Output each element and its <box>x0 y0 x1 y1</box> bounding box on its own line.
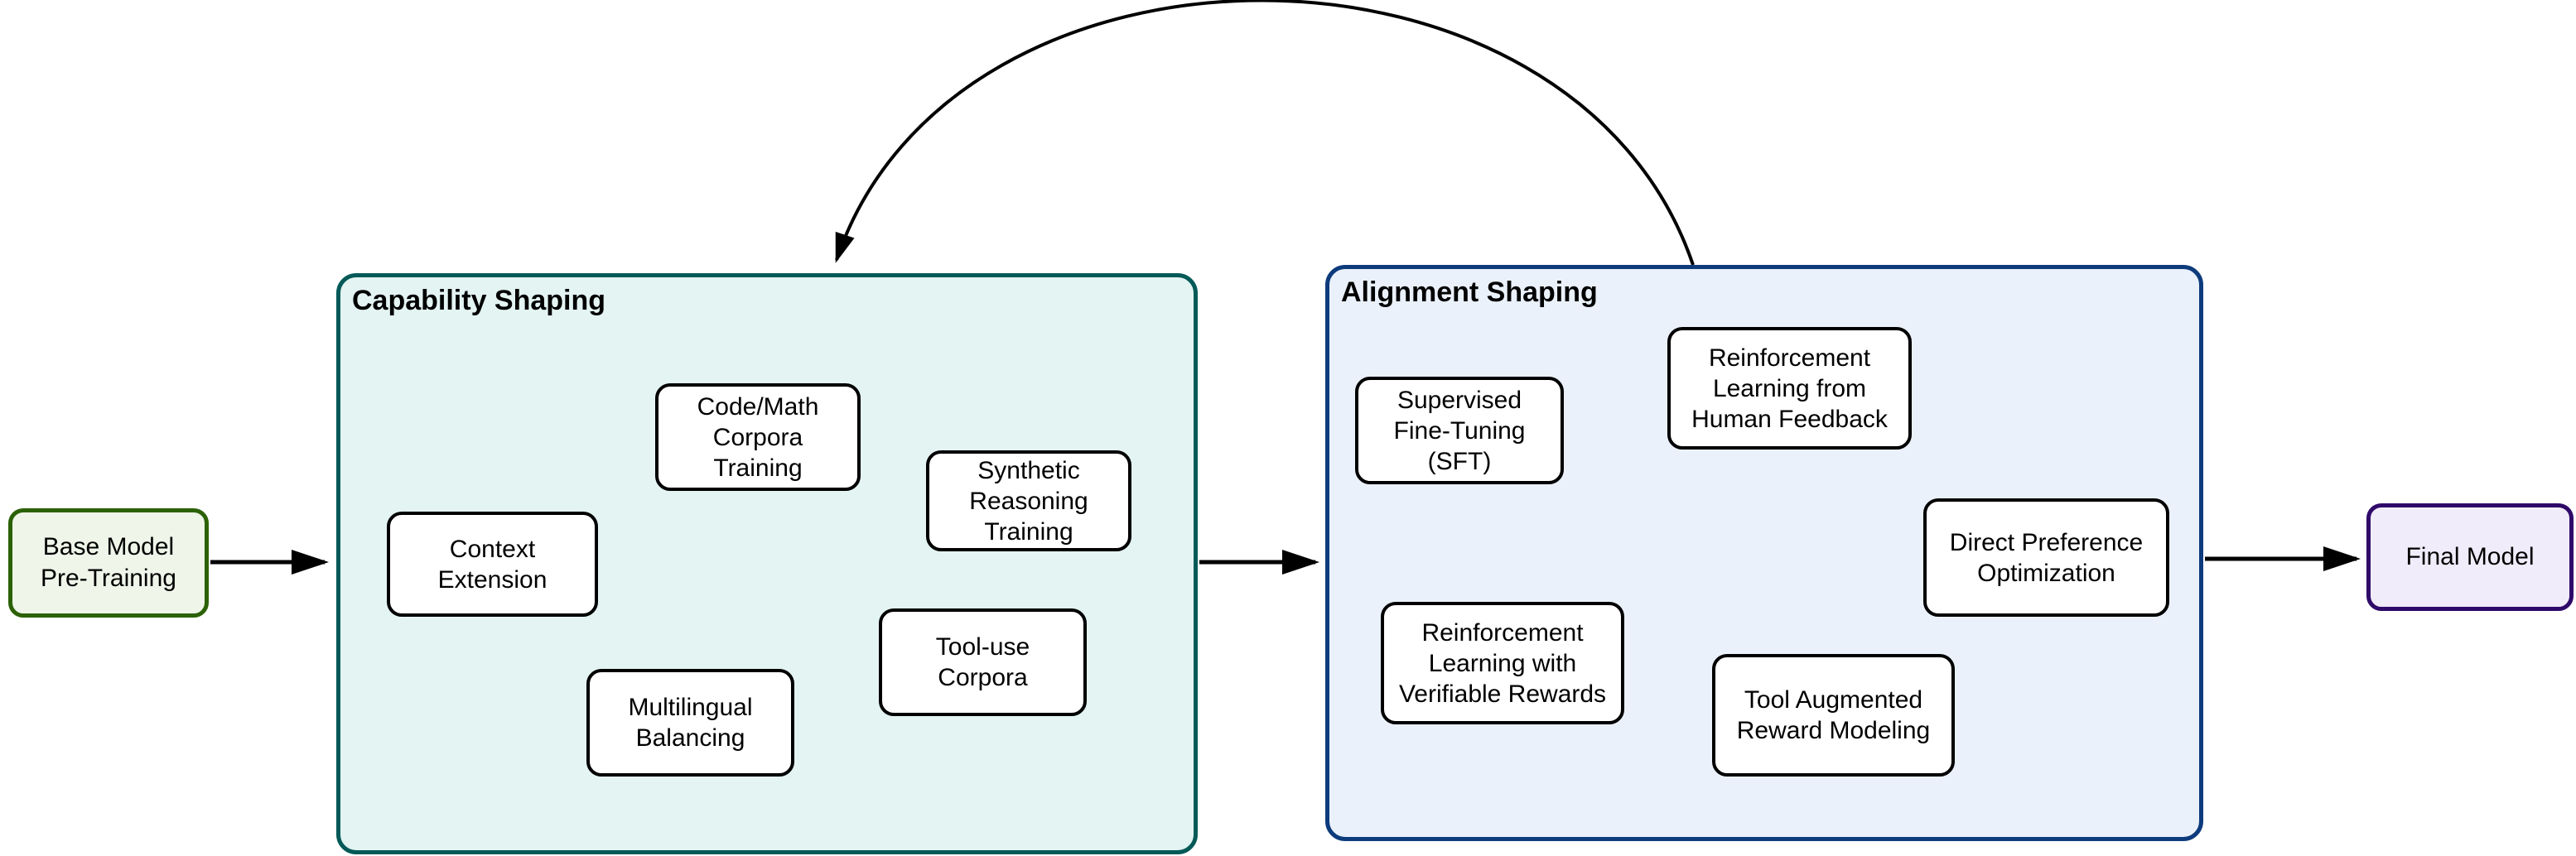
node-label: Reinforcement Learning with Verifiable R… <box>1398 618 1607 708</box>
node-tool-use-corpora: Tool-use Corpora <box>879 608 1087 716</box>
node-label: Direct Preference Optimization <box>1949 528 2144 587</box>
node-code-math-corpora-training: Code/Math Corpora Training <box>655 383 861 491</box>
node-label: Tool Augmented Reward Modeling <box>1736 686 1931 744</box>
node-context-extension: Context Extension <box>387 512 598 617</box>
node-label: Final Model <box>2405 543 2535 570</box>
group-title-alignment-shaping: Alignment Shaping <box>1341 277 1598 308</box>
node-multilingual-balancing: Multilingual Balancing <box>586 669 794 777</box>
node-direct-preference-optimization: Direct Preference Optimization <box>1923 498 2169 617</box>
node-label: Synthetic Reasoning Training <box>969 456 1088 546</box>
node-label: Context Extension <box>437 535 548 594</box>
node-label: Code/Math Corpora Training <box>697 392 819 482</box>
node-base-model-pre-training: Base Model Pre-Training <box>8 508 209 618</box>
node-synthetic-reasoning-training: Synthetic Reasoning Training <box>926 450 1131 551</box>
node-label: Supervised Fine-Tuning (SFT) <box>1393 386 1526 475</box>
group-title-capability-shaping: Capability Shaping <box>352 285 606 316</box>
group-alignment-shaping: Alignment Shaping Supervised Fine-Tuning… <box>1325 265 2203 841</box>
node-final-model: Final Model <box>2366 503 2574 611</box>
node-supervised-fine-tuning: Supervised Fine-Tuning (SFT) <box>1355 377 1564 484</box>
arrow-feedback-alignment-to-capability <box>835 0 1695 266</box>
node-label: Multilingual Balancing <box>628 694 753 752</box>
node-tool-augmented-reward-modeling: Tool Augmented Reward Modeling <box>1712 654 1955 777</box>
group-capability-shaping: Capability Shaping Code/Math Corpora Tra… <box>336 273 1198 854</box>
node-label: Tool-use Corpora <box>935 633 1030 691</box>
node-rlhf: Reinforcement Learning from Human Feedba… <box>1667 327 1912 450</box>
node-rl-verifiable-rewards: Reinforcement Learning with Verifiable R… <box>1381 602 1624 724</box>
node-label: Reinforcement Learning from Human Feedba… <box>1691 344 1888 433</box>
node-label: Base Model Pre-Training <box>41 533 176 592</box>
